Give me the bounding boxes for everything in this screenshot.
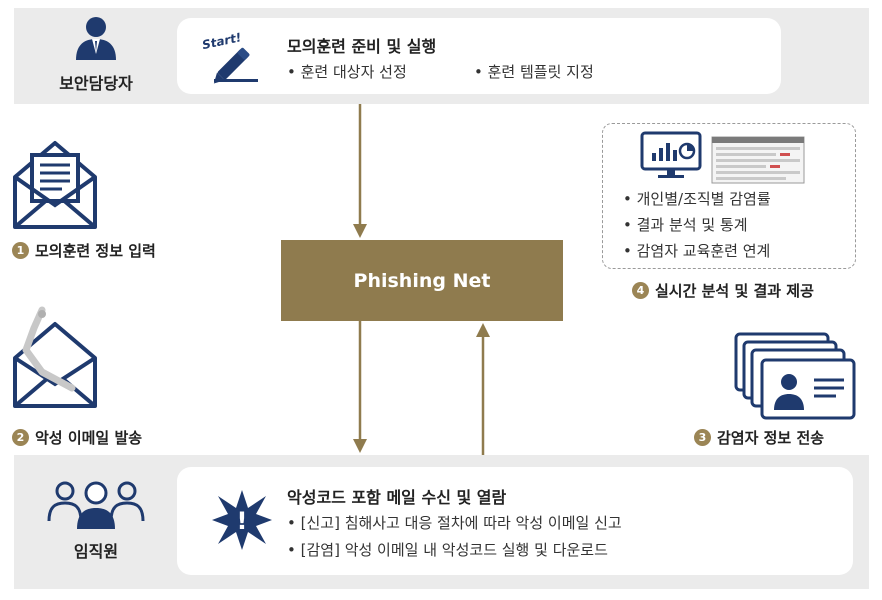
malicious-envelope-icon: [13, 306, 97, 408]
arrow-down-bottom: [353, 321, 367, 453]
top-card: [177, 18, 781, 94]
analysis-bullet-3: • 감염자 교육훈련 연계: [623, 242, 771, 260]
malware-alert-icon: !: [212, 490, 272, 550]
analysis-bullet-1: • 개인별/조직별 감염률: [623, 190, 771, 208]
report-screenshot-thumbnail: [711, 136, 805, 184]
security-officer-label: 보안담당자: [59, 74, 133, 93]
step-1-label: 1 모의훈련 정보 입력: [12, 240, 156, 261]
alert-mark: !: [237, 507, 248, 535]
top-card-title: 모의훈련 준비 및 실행: [287, 37, 437, 56]
bottom-card: [177, 467, 853, 575]
step-3-number: 3: [694, 429, 711, 446]
top-bullet-1: • 훈련 대상자 선정: [287, 63, 407, 81]
analysis-panel: [602, 123, 856, 269]
id-cards-icon: [734, 332, 856, 420]
step-2-label: 2 악성 이메일 발송: [12, 427, 142, 448]
step-4-text: 실시간 분석 및 결과 제공: [655, 282, 814, 300]
start-text: Start!: [201, 30, 243, 52]
step-1-number: 1: [12, 242, 29, 259]
step-4-number: 4: [632, 282, 649, 299]
step-4-label: 4 실시간 분석 및 결과 제공: [632, 280, 814, 301]
top-bullet-2: • 훈련 템플릿 지정: [474, 63, 594, 81]
arrow-down-top: [353, 104, 367, 238]
arrow-up-bottom: [476, 323, 490, 455]
start-pen-icon: Start!: [201, 30, 258, 84]
monitor-chart-icon: [640, 131, 702, 178]
envelope-form-icon: [13, 141, 97, 229]
step-1-text: 모의훈련 정보 입력: [35, 242, 156, 260]
step-2-text: 악성 이메일 발송: [35, 429, 143, 447]
step-2-number: 2: [12, 429, 29, 446]
bottom-bullet-1: • [신고] 침해사고 대응 절차에 따라 악성 이메일 신고: [287, 514, 622, 532]
bottom-card-title: 악성코드 포함 메일 수신 및 열람: [287, 488, 507, 507]
step-3-label: 3 감염자 정보 전송: [694, 427, 824, 448]
employees-icon: [47, 481, 145, 529]
analysis-bullet-2: • 결과 분석 및 통계: [623, 216, 748, 234]
step-3-text: 감염자 정보 전송: [717, 429, 825, 447]
employees-label: 임직원: [73, 542, 119, 561]
security-officer-icon: [76, 17, 116, 60]
phishing-net-label: Phishing Net: [353, 269, 491, 292]
phishing-net-box: Phishing Net: [281, 240, 563, 321]
bottom-bullet-2: • [감염] 악성 이메일 내 악성코드 실행 및 다운로드: [287, 541, 608, 559]
